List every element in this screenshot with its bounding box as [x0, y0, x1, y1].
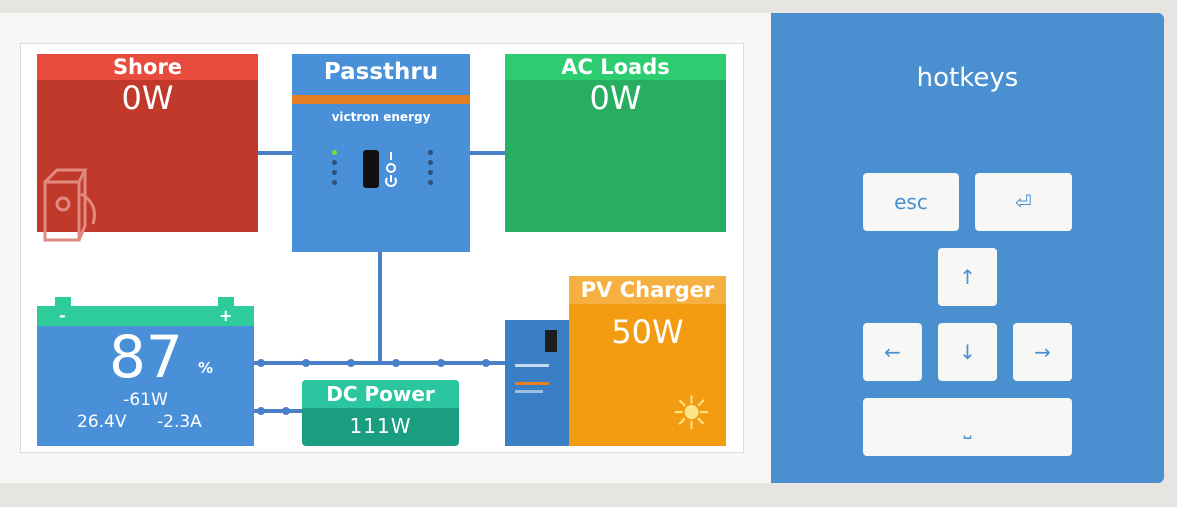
- led-icon: [428, 150, 433, 155]
- dc-power-value: 111W: [349, 414, 412, 438]
- led-icon: [332, 150, 337, 155]
- battery-voltage: 26.4V: [77, 412, 127, 432]
- ac-loads-title: AC Loads: [505, 54, 726, 80]
- led-icon: [332, 170, 337, 175]
- sun-icon: ☀: [670, 386, 712, 440]
- system-diagram: Shore 0W Passthru victron energy: [20, 43, 744, 453]
- pv-charger-power: 50W: [611, 313, 684, 351]
- overview-canvas: Shore 0W Passthru victron energy: [0, 13, 771, 483]
- mppt-label-line: [515, 364, 549, 367]
- victron-logo: victron energy: [331, 110, 431, 124]
- battery-plus: +: [219, 306, 233, 325]
- shore-title: Shore: [37, 54, 258, 80]
- battery-terminal-pos: [218, 297, 234, 306]
- battery-soc: 87: [109, 323, 183, 391]
- led-icon: [332, 180, 337, 185]
- battery-top-bar: [37, 306, 254, 326]
- mppt-label-line: [515, 390, 543, 393]
- down-arrow-key[interactable]: ↓: [938, 323, 997, 381]
- battery-power: -61W: [123, 390, 168, 410]
- hotkeys-panel: hotkeys esc ⏎ ↑ ← ↓ → ⎵: [771, 13, 1164, 483]
- inverter-display: [363, 150, 379, 188]
- shore-box[interactable]: Shore 0W: [37, 54, 258, 242]
- power-switch-icon: [385, 152, 397, 187]
- led-icon: [428, 170, 433, 175]
- mppt-device-image: [505, 320, 569, 446]
- hotkeys-title: hotkeys: [916, 63, 1019, 93]
- right-arrow-key[interactable]: →: [1013, 323, 1072, 381]
- passthru-box[interactable]: Passthru victron energy: [292, 54, 470, 252]
- mppt-orange-line: [515, 382, 549, 385]
- shore-power-icon: [43, 168, 96, 242]
- battery-minus: -: [59, 306, 66, 325]
- passthru-stripe: [292, 95, 470, 104]
- ac-loads-power: 0W: [589, 79, 642, 117]
- led-icon: [332, 160, 337, 165]
- dc-power-title: DC Power: [302, 380, 459, 408]
- up-arrow-key[interactable]: ↑: [938, 248, 997, 306]
- space-key[interactable]: ⎵: [863, 398, 1072, 456]
- pv-charger-box[interactable]: PV Charger 50W ☀: [569, 276, 726, 446]
- battery-current: -2.3A: [157, 412, 202, 432]
- esc-key[interactable]: esc: [863, 173, 959, 231]
- battery-soc-unit: %: [198, 359, 214, 377]
- shore-power: 0W: [121, 79, 174, 117]
- passthru-title: Passthru: [323, 59, 439, 85]
- dc-power-box[interactable]: DC Power 111W: [302, 380, 459, 446]
- battery-box[interactable]: - + 87 % -61W 26.4V -2.3A: [37, 297, 254, 446]
- battery-terminal-neg: [55, 297, 71, 306]
- enter-key[interactable]: ⏎: [975, 173, 1072, 231]
- left-arrow-key[interactable]: ←: [863, 323, 922, 381]
- led-icon: [428, 180, 433, 185]
- ac-loads-box[interactable]: AC Loads 0W: [505, 54, 726, 232]
- mppt-display: [545, 330, 557, 352]
- pv-charger-title: PV Charger: [569, 276, 726, 304]
- led-icon: [428, 160, 433, 165]
